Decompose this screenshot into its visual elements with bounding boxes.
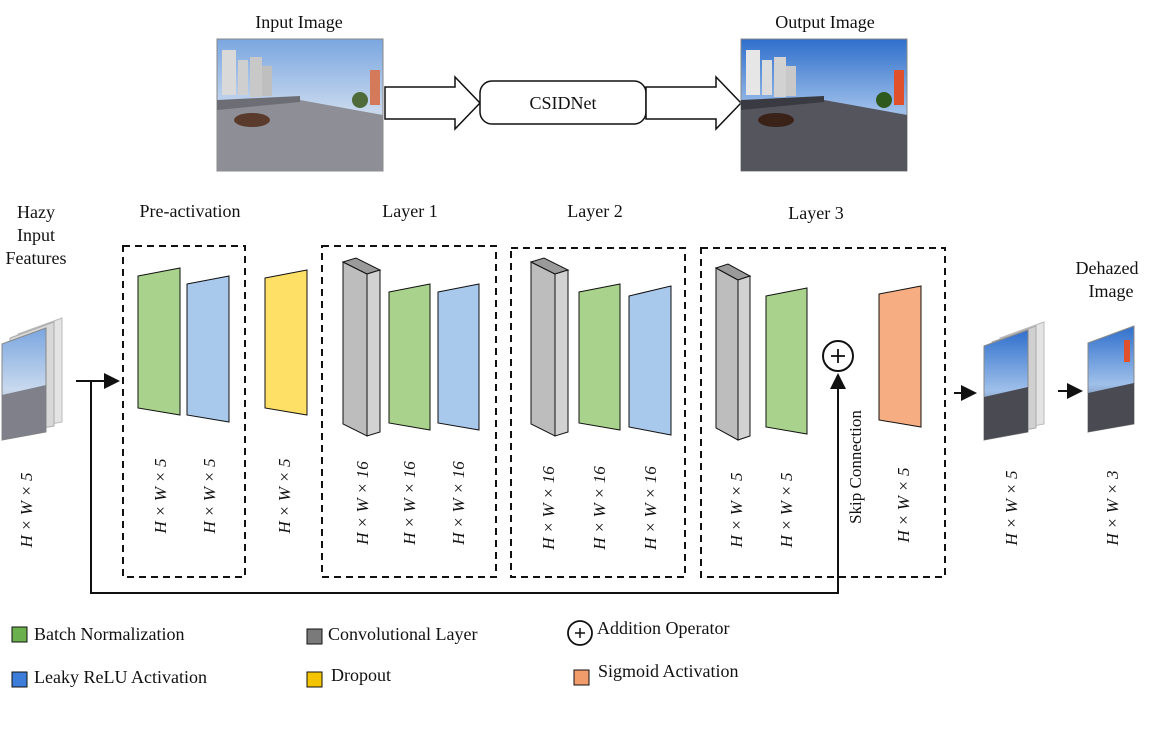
output-image-label: Output Image bbox=[775, 12, 874, 32]
dropout-dim: H × W × 5 bbox=[275, 459, 294, 535]
layer2-dim-1: H × W × 16 bbox=[539, 466, 558, 551]
input-image bbox=[216, 38, 384, 172]
legend-conv-label: Convolutional Layer bbox=[328, 624, 477, 644]
legend-conv-swatch bbox=[306, 628, 323, 645]
layer3-title: Layer 3 bbox=[788, 203, 843, 223]
flow-arrow-in bbox=[384, 75, 482, 131]
legend-addition-label: Addition Operator bbox=[597, 618, 729, 638]
legend-dropout-swatch bbox=[306, 671, 323, 688]
layer1-dim-3: H × W × 16 bbox=[449, 461, 468, 546]
legend-addition-icon bbox=[567, 620, 593, 646]
output-stack-dim: H × W × 5 bbox=[1002, 471, 1021, 547]
sigmoid-dim: H × W × 5 bbox=[894, 468, 913, 544]
layer1-box bbox=[321, 245, 497, 578]
layer2-conv bbox=[529, 257, 570, 437]
layer2-dim-3: H × W × 16 bbox=[641, 466, 660, 551]
layer3-box bbox=[700, 247, 946, 578]
pre-activation-title: Pre-activation bbox=[140, 201, 241, 221]
output-image bbox=[740, 38, 908, 172]
addition-operator-icon bbox=[822, 340, 854, 372]
hazy-input-label-line3: Features bbox=[6, 248, 67, 268]
dehazed-label-line2: Image bbox=[1089, 281, 1134, 301]
layer1-dim-1: H × W × 16 bbox=[353, 461, 372, 546]
pre-activation-leaky-relu bbox=[186, 275, 230, 423]
hazy-input-label-line1: Hazy bbox=[17, 202, 55, 222]
layer3-dim-2: H × W × 5 bbox=[777, 473, 796, 549]
legend-leaky-relu-swatch bbox=[11, 671, 28, 688]
layer2-title: Layer 2 bbox=[567, 201, 622, 221]
sigmoid-block bbox=[878, 285, 922, 428]
layer3-batch-norm bbox=[765, 287, 808, 435]
pre-activation-batch-norm bbox=[137, 267, 181, 416]
pre-activation-box bbox=[122, 245, 246, 578]
legend-dropout-label: Dropout bbox=[331, 665, 391, 685]
hazy-input-label-line2: Input bbox=[17, 225, 55, 245]
layer2-dim-2: H × W × 16 bbox=[590, 466, 609, 551]
dehazed-dim: H × W × 3 bbox=[1103, 471, 1122, 547]
layer2-leaky-relu bbox=[628, 285, 672, 436]
layer2-box bbox=[510, 247, 686, 578]
layer1-title: Layer 1 bbox=[382, 201, 437, 221]
input-features-dim: H × W × 5 bbox=[17, 473, 36, 549]
layer1-dim-2: H × W × 16 bbox=[400, 461, 419, 546]
legend-batch-norm-label: Batch Normalization bbox=[34, 624, 184, 644]
layer1-conv bbox=[341, 257, 382, 437]
dehazed-label-line1: Dehazed bbox=[1076, 258, 1139, 278]
legend-sigmoid-label: Sigmoid Activation bbox=[598, 661, 739, 681]
skip-connection-line bbox=[90, 373, 846, 594]
legend-batch-norm-swatch bbox=[11, 626, 28, 643]
csidnet-label: CSIDNet bbox=[530, 93, 597, 113]
input-feature-stack bbox=[1, 317, 63, 441]
dropout-block bbox=[264, 269, 308, 416]
skip-connection-label: Skip Connection bbox=[846, 410, 865, 524]
layer1-batch-norm bbox=[388, 283, 431, 431]
dehazed-image bbox=[1087, 325, 1135, 433]
layer1-leaky-relu bbox=[437, 283, 480, 431]
flow-arrow-out bbox=[645, 75, 743, 131]
legend: Batch Normalization Leaky ReLU Activatio… bbox=[11, 618, 739, 688]
legend-leaky-relu-label: Leaky ReLU Activation bbox=[34, 667, 207, 687]
layer2-batch-norm bbox=[578, 283, 621, 431]
layer3-conv bbox=[714, 263, 752, 441]
input-image-label: Input Image bbox=[255, 12, 342, 32]
pre-activation-dim-1: H × W × 5 bbox=[151, 459, 170, 535]
layer3-dim-1: H × W × 5 bbox=[727, 473, 746, 549]
pre-activation-dim-2: H × W × 5 bbox=[200, 459, 219, 535]
output-feature-stack bbox=[983, 321, 1045, 441]
legend-sigmoid-swatch bbox=[573, 669, 590, 686]
